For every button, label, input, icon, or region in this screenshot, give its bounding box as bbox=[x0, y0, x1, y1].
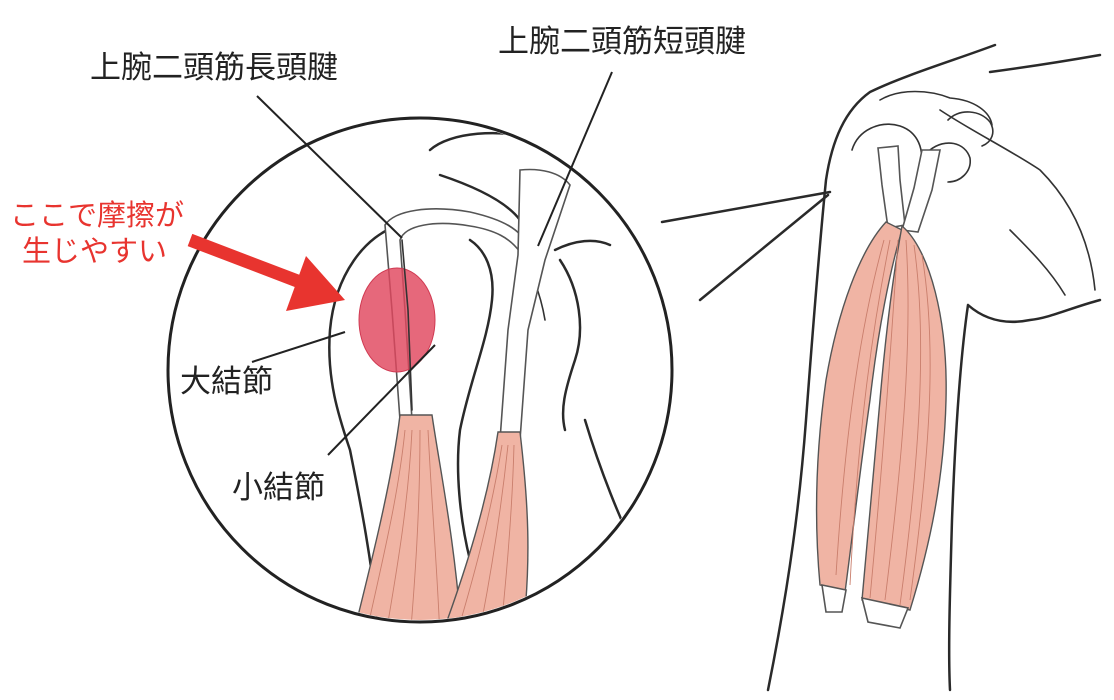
zoom-circle bbox=[166, 116, 674, 624]
leader-short-head bbox=[537, 71, 613, 247]
label-greater-tubercle: 大結節 bbox=[180, 364, 273, 400]
zoom-connector-bottom bbox=[698, 193, 830, 302]
label-short-head-tendon: 上腕二頭筋短頭腱 bbox=[498, 24, 746, 60]
zoom-connector-top bbox=[660, 190, 832, 224]
friction-highlight bbox=[358, 267, 436, 373]
callout-line-1: ここで摩擦が bbox=[10, 198, 184, 232]
label-lesser-tubercle: 小結節 bbox=[232, 470, 325, 506]
leader-long-head bbox=[256, 95, 403, 239]
label-long-head-tendon: 上腕二頭筋長頭腱 bbox=[90, 50, 338, 86]
leader-greater-tubercle bbox=[251, 331, 346, 363]
callout-line-2: 生じやすい bbox=[22, 234, 167, 268]
arm-illustration bbox=[766, 43, 1102, 692]
arrow-icon bbox=[187, 233, 345, 311]
leader-lesser-tubercle bbox=[327, 344, 436, 456]
